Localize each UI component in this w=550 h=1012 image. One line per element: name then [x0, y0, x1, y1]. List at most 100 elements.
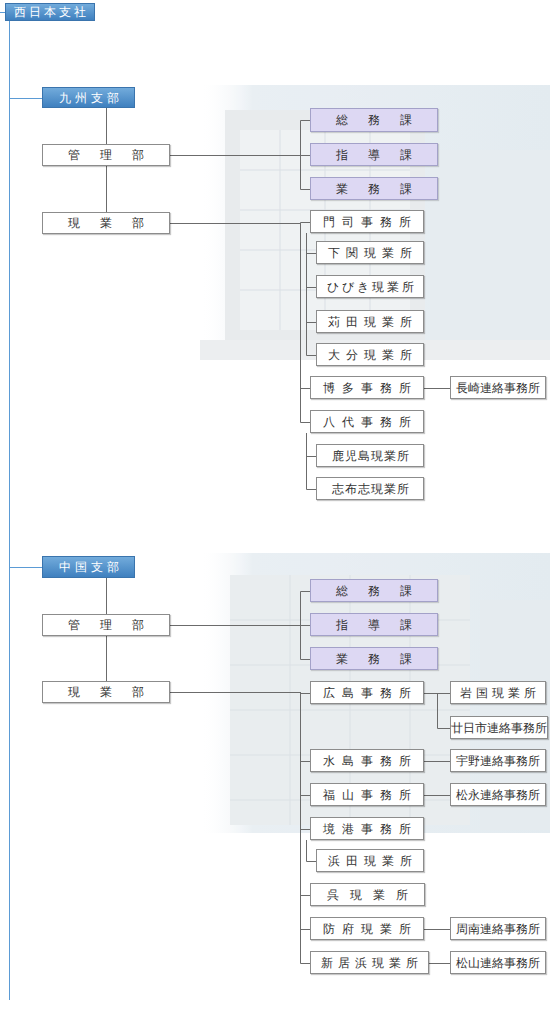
unit-name: 松山連絡事務所: [456, 956, 540, 970]
unit-name: 業務課: [316, 652, 432, 666]
unit-name: 呉現業所: [316, 888, 419, 902]
org-connector: [424, 761, 450, 762]
department-box: 現業部: [42, 212, 170, 234]
org-connector: [170, 156, 310, 190]
unit-name: 博多事務所: [316, 381, 418, 395]
division-box: 中国支部: [42, 556, 135, 578]
unit-name: 八代事務所: [316, 415, 418, 429]
unit-name: 現業部: [48, 216, 164, 230]
unit-name: 境港事務所: [316, 822, 418, 836]
department-box: 管理部: [42, 144, 170, 166]
unit-name: 長崎連絡事務所: [456, 381, 540, 395]
unit-name: 指導課: [316, 618, 432, 632]
org-connector: [307, 433, 317, 490]
unit-name: 九州支部: [55, 91, 123, 105]
org-connector: [170, 592, 310, 626]
office-box: 博多事務所: [310, 376, 424, 399]
site-box: 岩国現業所: [450, 681, 546, 704]
unit-name: 浜田現業所: [322, 854, 418, 868]
org-connector: [106, 166, 107, 212]
org-connector: [424, 795, 450, 796]
liaison-box: 宇野連絡事務所: [450, 749, 546, 772]
unit-name: 広島事務所: [316, 686, 418, 700]
org-connector: [170, 693, 310, 796]
unit-name: 業務課: [316, 182, 432, 196]
section-box: 業務課: [310, 647, 438, 670]
unit-name: 門司事務所: [316, 215, 418, 229]
office-box: 八代事務所: [310, 410, 424, 433]
org-connector: [424, 694, 450, 729]
org-connector: [170, 693, 310, 896]
site-box: 大分現業所: [316, 343, 424, 366]
unit-name: 防府現業所: [316, 922, 418, 936]
org-connector: [170, 121, 310, 156]
liaison-box: 長崎連絡事務所: [450, 376, 546, 399]
liaison-box: 周南連絡事務所: [450, 917, 546, 940]
site-box: 呉現業所: [310, 883, 425, 906]
department-box: 管理部: [42, 614, 170, 636]
section-box: 業務課: [310, 177, 438, 200]
unit-name: ひびき現業所: [324, 280, 417, 294]
org-connector: [307, 233, 317, 323]
unit-name: 総務課: [316, 113, 432, 127]
site-box: 志布志現業所: [316, 477, 424, 500]
org-connector: [10, 21, 43, 99]
office-box: 福山事務所: [310, 783, 424, 806]
org-connector: [424, 388, 450, 389]
unit-name: 志布志現業所: [331, 482, 410, 496]
org-connector: [170, 693, 310, 964]
unit-name: 大分現業所: [322, 348, 418, 362]
unit-name: 周南連絡事務所: [456, 922, 540, 936]
liaison-box: 廿日市連絡事務所: [450, 716, 548, 739]
org-connector: [106, 578, 107, 614]
unit-name: 下関現業所: [322, 246, 418, 260]
site-box: 下関現業所: [316, 241, 424, 264]
building-photo: [200, 85, 550, 360]
branch-box: 西日本支社: [5, 3, 95, 21]
unit-name: 福山事務所: [316, 788, 418, 802]
liaison-box: 松永連絡事務所: [450, 783, 546, 806]
org-connector: [170, 626, 310, 660]
unit-name: 総務課: [316, 584, 432, 598]
org-connector: [307, 233, 317, 356]
unit-name: 中国支部: [55, 560, 123, 574]
org-connector: [10, 21, 43, 568]
org-connector: [170, 224, 310, 423]
unit-name: 廿日市連絡事務所: [451, 721, 547, 735]
unit-name: 西日本支社: [11, 5, 89, 19]
office-box: 水島事務所: [310, 749, 424, 772]
org-connector: [307, 433, 317, 457]
org-connector: [106, 636, 107, 681]
department-box: 現業部: [42, 681, 170, 703]
unit-name: 鹿児島現業所: [331, 449, 410, 463]
division-box: 九州支部: [42, 87, 135, 108]
unit-name: 水島事務所: [316, 754, 418, 768]
unit-name: 管理部: [48, 148, 164, 162]
section-box: 総務課: [310, 108, 438, 132]
unit-name: 岩国現業所: [456, 686, 540, 700]
org-connector: [429, 963, 450, 964]
unit-name: 現業部: [48, 685, 164, 699]
org-connector: [170, 693, 310, 830]
trunk-line: [0, 13, 10, 1001]
site-box: 防府現業所: [310, 917, 424, 940]
org-connector: [307, 840, 317, 862]
org-connector: [170, 224, 310, 389]
section-box: 総務課: [310, 579, 438, 602]
unit-name: 宇野連絡事務所: [456, 754, 540, 768]
office-box: 境港事務所: [310, 817, 424, 840]
office-box: 広島事務所: [310, 681, 424, 704]
site-box: 鹿児島現業所: [316, 444, 424, 467]
org-connector: [307, 233, 317, 254]
site-box: 新居浜現業所: [310, 951, 429, 974]
liaison-box: 松山連絡事務所: [450, 951, 546, 974]
site-box: 浜田現業所: [316, 849, 424, 872]
site-box: 苅田現業所: [316, 310, 424, 333]
unit-name: 指導課: [316, 148, 432, 162]
org-connector: [170, 693, 310, 762]
org-connector: [424, 929, 450, 930]
unit-name: 管理部: [48, 618, 164, 632]
site-box: ひびき現業所: [316, 275, 424, 298]
org-connector: [106, 108, 107, 144]
org-connector: [307, 233, 317, 288]
